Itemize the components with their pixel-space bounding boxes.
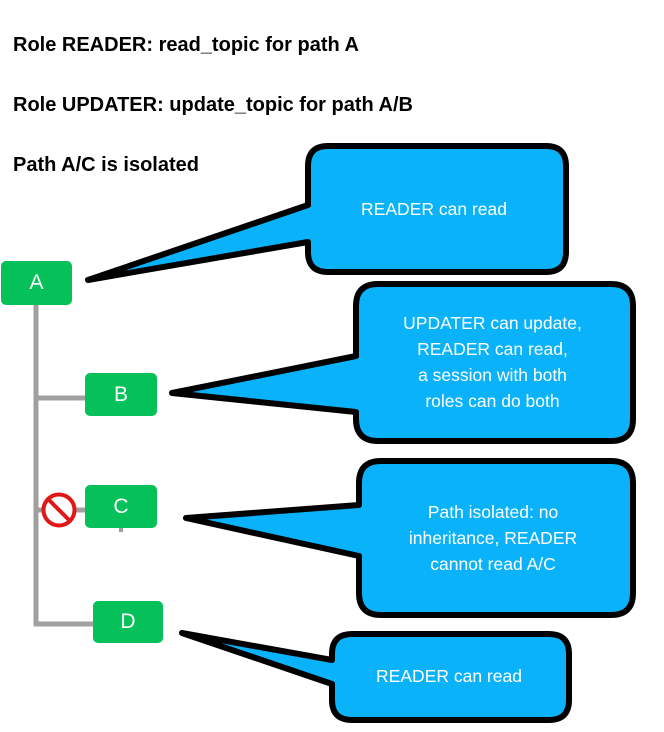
node-d: D (93, 601, 163, 643)
node-c: C (85, 485, 157, 528)
node-a: A (1, 261, 72, 305)
isolation-heading: Path A/C is isolated (13, 154, 199, 176)
updater-role-heading: Role UPDATER: update_topic for path A/B (13, 94, 413, 116)
tree-connectors (33, 303, 123, 627)
callout-a-text: READER can read (361, 199, 507, 219)
callout-d (179, 630, 572, 723)
callout-b-text: UPDATER can update, READER can read, a s… (403, 312, 582, 411)
reader-role-heading: Role READER: read_topic for path A (13, 34, 359, 56)
callout-c-text: Path isolated: no inheritance, READER ca… (408, 502, 578, 574)
no-entry-icon (41, 492, 77, 528)
callout-c (183, 458, 636, 618)
callout-b (169, 281, 636, 444)
callout-a (85, 143, 569, 283)
callout-d-text: READER can read (376, 666, 522, 686)
node-b: B (85, 373, 157, 416)
